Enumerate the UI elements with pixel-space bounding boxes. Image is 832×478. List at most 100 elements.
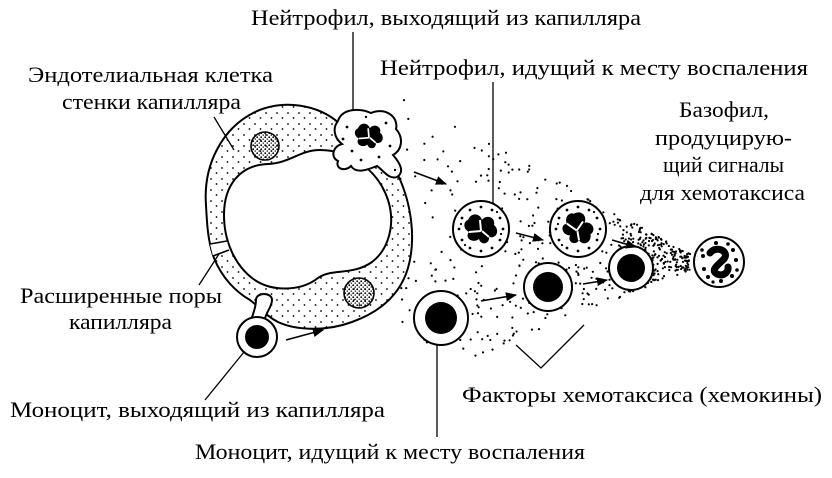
chemokine-dot [644,241,647,245]
chemokine-dot [625,231,628,234]
chemokine-dot [608,284,611,287]
chemokine-dot [487,167,490,171]
chemokine-dot [687,252,690,255]
chemokine-dot [619,219,622,222]
chemokine-dot [679,249,683,253]
chemokine-dot [498,180,501,184]
chemokine-dot [479,174,483,177]
chemokine-dot [452,277,455,280]
chemokine-dot [518,264,521,267]
chemokine-dot [577,272,580,275]
chemokine-dot [504,250,507,253]
chemokine-dot [504,161,507,164]
chemokine-dot [480,149,483,152]
chemokine-dot [577,273,580,277]
chemokine-dot [453,266,456,269]
chemokine-dot [502,342,505,345]
chemokine-dot [541,242,544,245]
chemokine-dot [650,233,653,236]
chemokine-dot [434,268,437,271]
label-dilated-pores-line-1: Расширенные поры [20,283,222,308]
chemokine-dot [624,238,627,241]
chemokine-dot [640,226,644,229]
chemokine-dot [681,260,685,263]
chemokine-dot [622,229,625,232]
chemokine-dot [497,153,500,156]
chemokine-dot [669,260,672,263]
chemokine-dot [511,326,514,329]
chemokine-dot [544,178,547,181]
chemokine-dot [669,266,673,269]
chemokine-dot [654,268,657,271]
monocyte-nucleus [425,302,457,334]
label-monocyte-migrating: Моноцит, идущий к месту воспаления [195,439,585,464]
chemokine-dot [654,237,657,241]
chemokine-dot [630,234,633,237]
chemokine-dot [477,281,480,285]
chemokine-dot [662,262,666,265]
chemokine-dot [459,338,462,342]
chemokine-dot [546,313,549,316]
chemokine-dot [644,237,647,240]
chemokine-dot [405,287,408,290]
chemokine-dot [453,125,457,128]
neutrophil-migrating [452,200,510,258]
neutrophil-migrating [549,200,607,258]
chemokine-dot [481,338,484,341]
chemokine-dot [663,266,667,269]
chemokine-dot [402,99,406,102]
chemokine-dot [601,250,604,253]
chemokine-dot [555,198,558,201]
chemokine-dot [515,330,518,333]
chemokine-dot [606,297,609,300]
chemokine-dot [431,216,434,219]
chemokine-dot [675,261,679,264]
chemokine-dot [657,273,660,276]
chemokine-dot [670,253,674,256]
chemokine-dot [512,332,515,335]
chemokine-dot [629,224,633,227]
chemokine-dot [519,235,522,238]
chemokine-dot [568,266,571,269]
chemokine-dot [522,258,525,261]
chemokine-dot [645,233,648,236]
chemokine-dot [665,252,668,255]
chemokine-dot [686,268,689,271]
chemokine-dot [532,214,535,217]
migration-arrow [611,239,638,249]
chemokine-dot [489,338,492,342]
chemokine-dot [508,339,511,342]
chemokine-dot [652,244,655,247]
chemokine-dot [406,148,409,151]
label-monocyte-exiting: Моноцит, выходящий из капилляра [10,397,385,422]
chemokine-dot [459,160,462,163]
chemokine-dot [469,287,472,291]
chemokine-dot [662,243,665,246]
chemokine-dot [423,142,426,145]
label-basophil-line-4: для хемотаксиса [640,180,805,205]
chemokine-dot [487,142,491,145]
chemokine-dot [557,261,560,264]
chemokine-dot [625,225,628,228]
chemokine-dot [656,270,659,273]
chemokine-dot [526,170,529,173]
chemokine-dot [668,268,671,272]
chemokine-dot [444,279,447,282]
chemokine-dot [651,254,654,257]
chemokine-dot [673,250,676,253]
chemokine-dot [595,304,598,307]
chemokine-dot [585,266,588,269]
chemokine-dot [685,255,688,258]
migration-arrow [413,171,448,185]
chemokine-dot [604,288,607,291]
chemokine-dot [605,267,608,270]
chemokine-dot [528,168,531,171]
migration-arrow [285,328,325,341]
chemokine-dot [560,199,564,202]
chemokine-dot [605,251,608,254]
chemokine-dot [528,164,531,167]
chemokine-dot [660,245,663,248]
chemokine-dot [429,262,432,265]
chemokine-dot [519,191,522,194]
chemokine-dot [582,298,585,301]
